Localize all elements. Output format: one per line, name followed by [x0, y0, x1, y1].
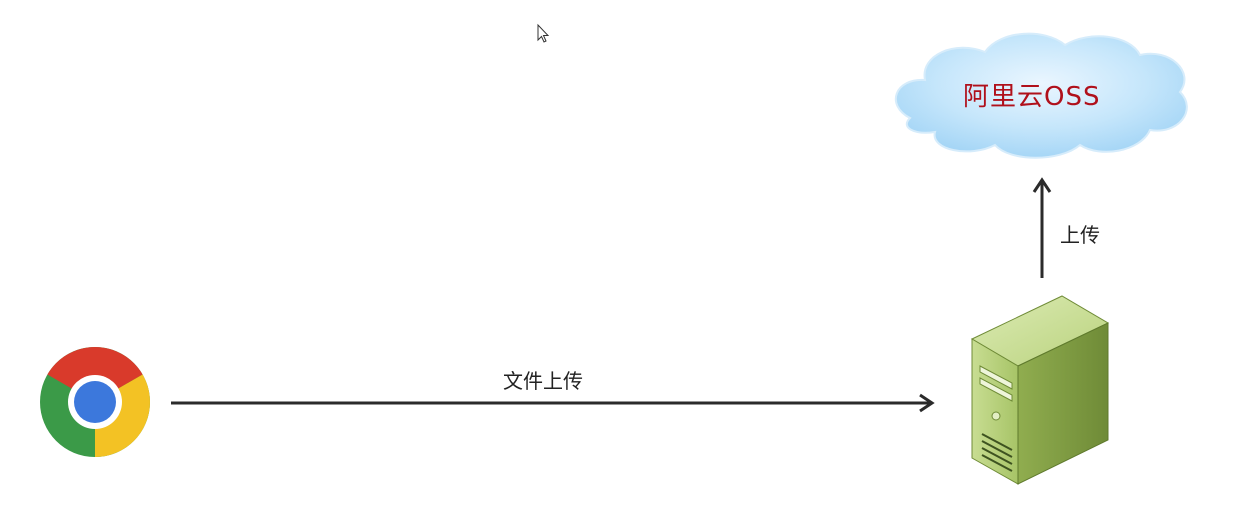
server-tower-icon: [970, 295, 1110, 485]
file-upload-label: 文件上传: [503, 369, 583, 393]
arrow-browser-to-server: [171, 393, 935, 413]
mouse-cursor-icon: [537, 23, 550, 43]
upload-label: 上传: [1060, 223, 1100, 247]
arrow-server-to-cloud: [1032, 177, 1052, 278]
cloud-label: 阿里云OSS: [963, 82, 1101, 112]
cloud-oss-node: [894, 32, 1188, 159]
chrome-browser-icon: [40, 347, 150, 457]
